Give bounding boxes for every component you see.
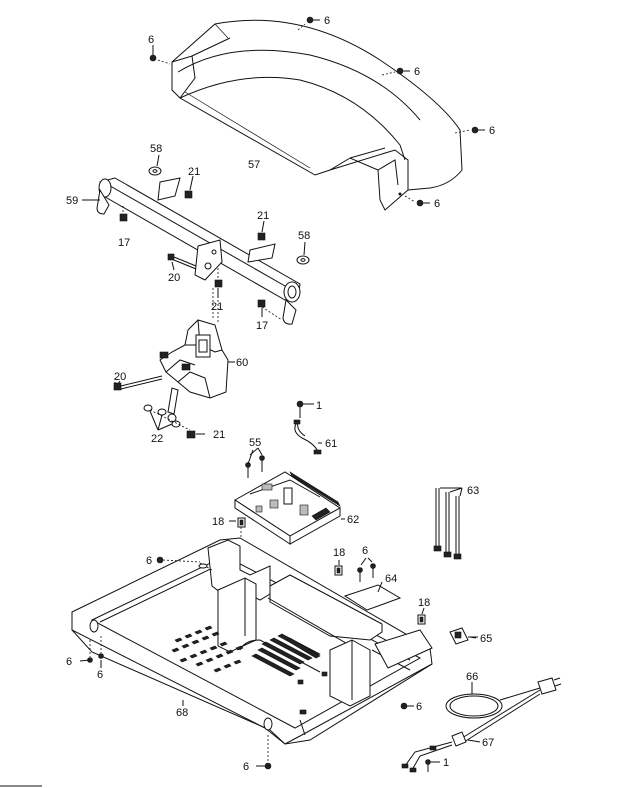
label-6: 6 — [489, 125, 495, 137]
label-17: 17 — [256, 320, 268, 332]
label-6: 6 — [324, 15, 330, 27]
label-57: 57 — [248, 159, 260, 171]
motor-hood-part-57 — [171, 19, 463, 211]
hood-screw-6-top — [297, 16, 320, 31]
label-62: 62 — [347, 514, 359, 526]
label-66: 66 — [466, 671, 478, 683]
label-65: 65 — [480, 633, 492, 645]
screw-1-ground — [296, 400, 313, 418]
wire-clip-18-right — [417, 614, 426, 625]
base-screw-6-top — [156, 556, 201, 564]
ground-wire-part-61 — [293, 419, 322, 455]
screw-1-cord — [425, 759, 440, 772]
label-6: 6 — [148, 34, 154, 46]
label-20: 20 — [168, 272, 180, 284]
label-21: 21 — [213, 429, 225, 441]
callout-labels: 6 6 6 6 6 57 58 21 59 17 21 58 20 21 17 … — [66, 15, 495, 773]
base-screw-6-right — [400, 702, 414, 710]
wire-clip-18-left — [237, 517, 246, 545]
vent-slots-left — [171, 625, 244, 673]
nut-21-motor — [186, 430, 196, 439]
label-64: 64 — [385, 573, 397, 585]
bolt-20-upper — [167, 253, 197, 270]
base-screw-6-bottom — [264, 735, 272, 770]
motor-base-part-68 — [71, 537, 433, 745]
label-21: 21 — [188, 166, 200, 178]
hood-screw-6-right-b — [454, 126, 485, 134]
nut-17-left — [119, 206, 128, 222]
washer-58-right — [296, 255, 310, 265]
nut-21-upper — [184, 190, 193, 199]
label-18: 18 — [212, 516, 224, 528]
label-67: 67 — [482, 737, 494, 749]
wire-clip-18-center — [334, 565, 343, 576]
label-55: 55 — [249, 437, 261, 449]
power-cord-part-66 — [445, 677, 562, 719]
hood-screw-6-bottom — [404, 195, 430, 207]
label-63: 63 — [467, 485, 479, 497]
label-20: 20 — [114, 371, 126, 383]
label-6: 6 — [434, 198, 440, 210]
cable-ties-part-63 — [433, 487, 463, 560]
label-60: 60 — [236, 357, 248, 369]
nut-21-lower — [214, 268, 223, 288]
spacer-22 — [143, 404, 191, 431]
label-18: 18 — [333, 547, 345, 559]
label-6: 6 — [66, 656, 72, 668]
label-61: 61 — [325, 438, 337, 450]
label-6: 6 — [416, 701, 422, 713]
label-6: 6 — [146, 555, 152, 567]
incline-motor-part-60 — [159, 319, 229, 423]
nut-17-right — [257, 299, 283, 321]
label-68: 68 — [176, 707, 188, 719]
controller-board-part-62 — [234, 471, 341, 545]
vent-slots-right — [251, 633, 321, 677]
label-1: 1 — [443, 757, 449, 769]
base-screw-6-left-b — [98, 636, 104, 659]
label-22: 22 — [151, 433, 163, 445]
label-1: 1 — [316, 400, 322, 412]
label-17: 17 — [118, 237, 130, 249]
washer-58-left — [148, 166, 162, 176]
screw-55 — [245, 447, 265, 478]
screw-6-panel — [357, 557, 376, 582]
plate-part-64 — [343, 584, 402, 611]
label-6: 6 — [243, 761, 249, 773]
frame-tube-part-59 — [96, 177, 301, 325]
label-21: 21 — [211, 301, 223, 313]
hood-screw-6-right-a — [381, 67, 410, 76]
label-21: 21 — [257, 210, 269, 222]
bolt-20-lower — [113, 375, 163, 391]
power-switch-part-65 — [449, 627, 478, 645]
label-6: 6 — [414, 66, 420, 78]
label-59: 59 — [66, 195, 78, 207]
hood-screw-6-left — [149, 48, 171, 65]
label-58: 58 — [150, 143, 162, 155]
nut-21-middle — [257, 232, 266, 241]
label-18: 18 — [418, 597, 430, 609]
wire-harness-part-67 — [401, 689, 541, 773]
label-58: 58 — [298, 230, 310, 242]
label-6: 6 — [362, 545, 368, 557]
label-6: 6 — [97, 669, 103, 681]
